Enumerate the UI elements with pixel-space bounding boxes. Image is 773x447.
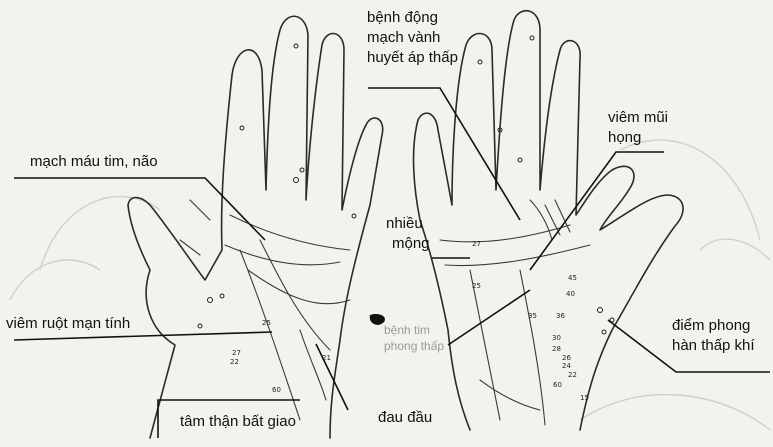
num-15: 15 bbox=[580, 394, 589, 402]
label-faint-line1: bệnh tim bbox=[384, 322, 444, 338]
left-hand bbox=[128, 16, 385, 438]
label-rhinitis-line2: họng bbox=[608, 128, 668, 148]
num-60: 60 bbox=[553, 381, 562, 389]
leader-blood-vessels bbox=[14, 178, 265, 240]
label-kidney-heart: tâm thận bất giao bbox=[180, 412, 296, 432]
num-27: 27 bbox=[232, 349, 241, 357]
background-ghost-hands bbox=[10, 140, 770, 430]
label-coronary-line1: bệnh động bbox=[367, 8, 458, 28]
label-coronary-line2: mạch vành bbox=[367, 28, 458, 48]
num-28: 28 bbox=[552, 345, 561, 353]
label-rhinitis-line1: viêm mũi bbox=[608, 108, 668, 128]
leader-faint bbox=[448, 290, 530, 345]
ink-blot bbox=[370, 314, 385, 325]
num-26: 26 bbox=[562, 354, 571, 362]
num-27: 27 bbox=[472, 240, 481, 248]
label-rhinitis: viêm mũi họng bbox=[608, 108, 668, 148]
left-hand-outline bbox=[128, 16, 383, 438]
label-faint: bệnh tim phong thấp bbox=[384, 322, 444, 354]
num-24: 24 bbox=[562, 362, 571, 370]
label-blood-vessels: mạch máu tim, não bbox=[30, 152, 158, 172]
label-dreams-line1: nhiều bbox=[386, 214, 430, 234]
num-25: 25 bbox=[262, 319, 271, 327]
num-22: 22 bbox=[230, 358, 239, 366]
num-25: 25 bbox=[472, 282, 481, 290]
label-faint-line2: phong thấp bbox=[384, 338, 444, 354]
num-22: 22 bbox=[568, 371, 577, 379]
label-dreams-line2: mộng bbox=[386, 234, 430, 254]
label-headache: đau đầu bbox=[378, 408, 432, 428]
num-36: 36 bbox=[556, 312, 565, 320]
num-60: 60 bbox=[272, 386, 281, 394]
label-coronary-line3: huyết áp thấp bbox=[367, 48, 458, 68]
label-point-phong-line1: điểm phong bbox=[672, 316, 755, 336]
label-enteritis: viêm ruột mạn tính bbox=[6, 314, 130, 334]
label-coronary: bệnh động mạch vành huyết áp thấp bbox=[367, 8, 458, 68]
right-hand bbox=[414, 11, 684, 430]
num-30: 30 bbox=[552, 334, 561, 342]
label-point-phong-line2: hàn thấp khí bbox=[672, 336, 755, 356]
label-dreams: nhiều mộng bbox=[386, 214, 430, 254]
leader-rhinitis bbox=[530, 152, 664, 270]
label-point-phong: điểm phong hàn thấp khí bbox=[672, 316, 755, 356]
leader-coronary bbox=[368, 88, 520, 220]
num-45: 45 bbox=[568, 274, 577, 282]
num-40: 40 bbox=[566, 290, 575, 298]
right-hand-outline bbox=[414, 11, 684, 430]
num-35: 35 bbox=[528, 312, 537, 320]
